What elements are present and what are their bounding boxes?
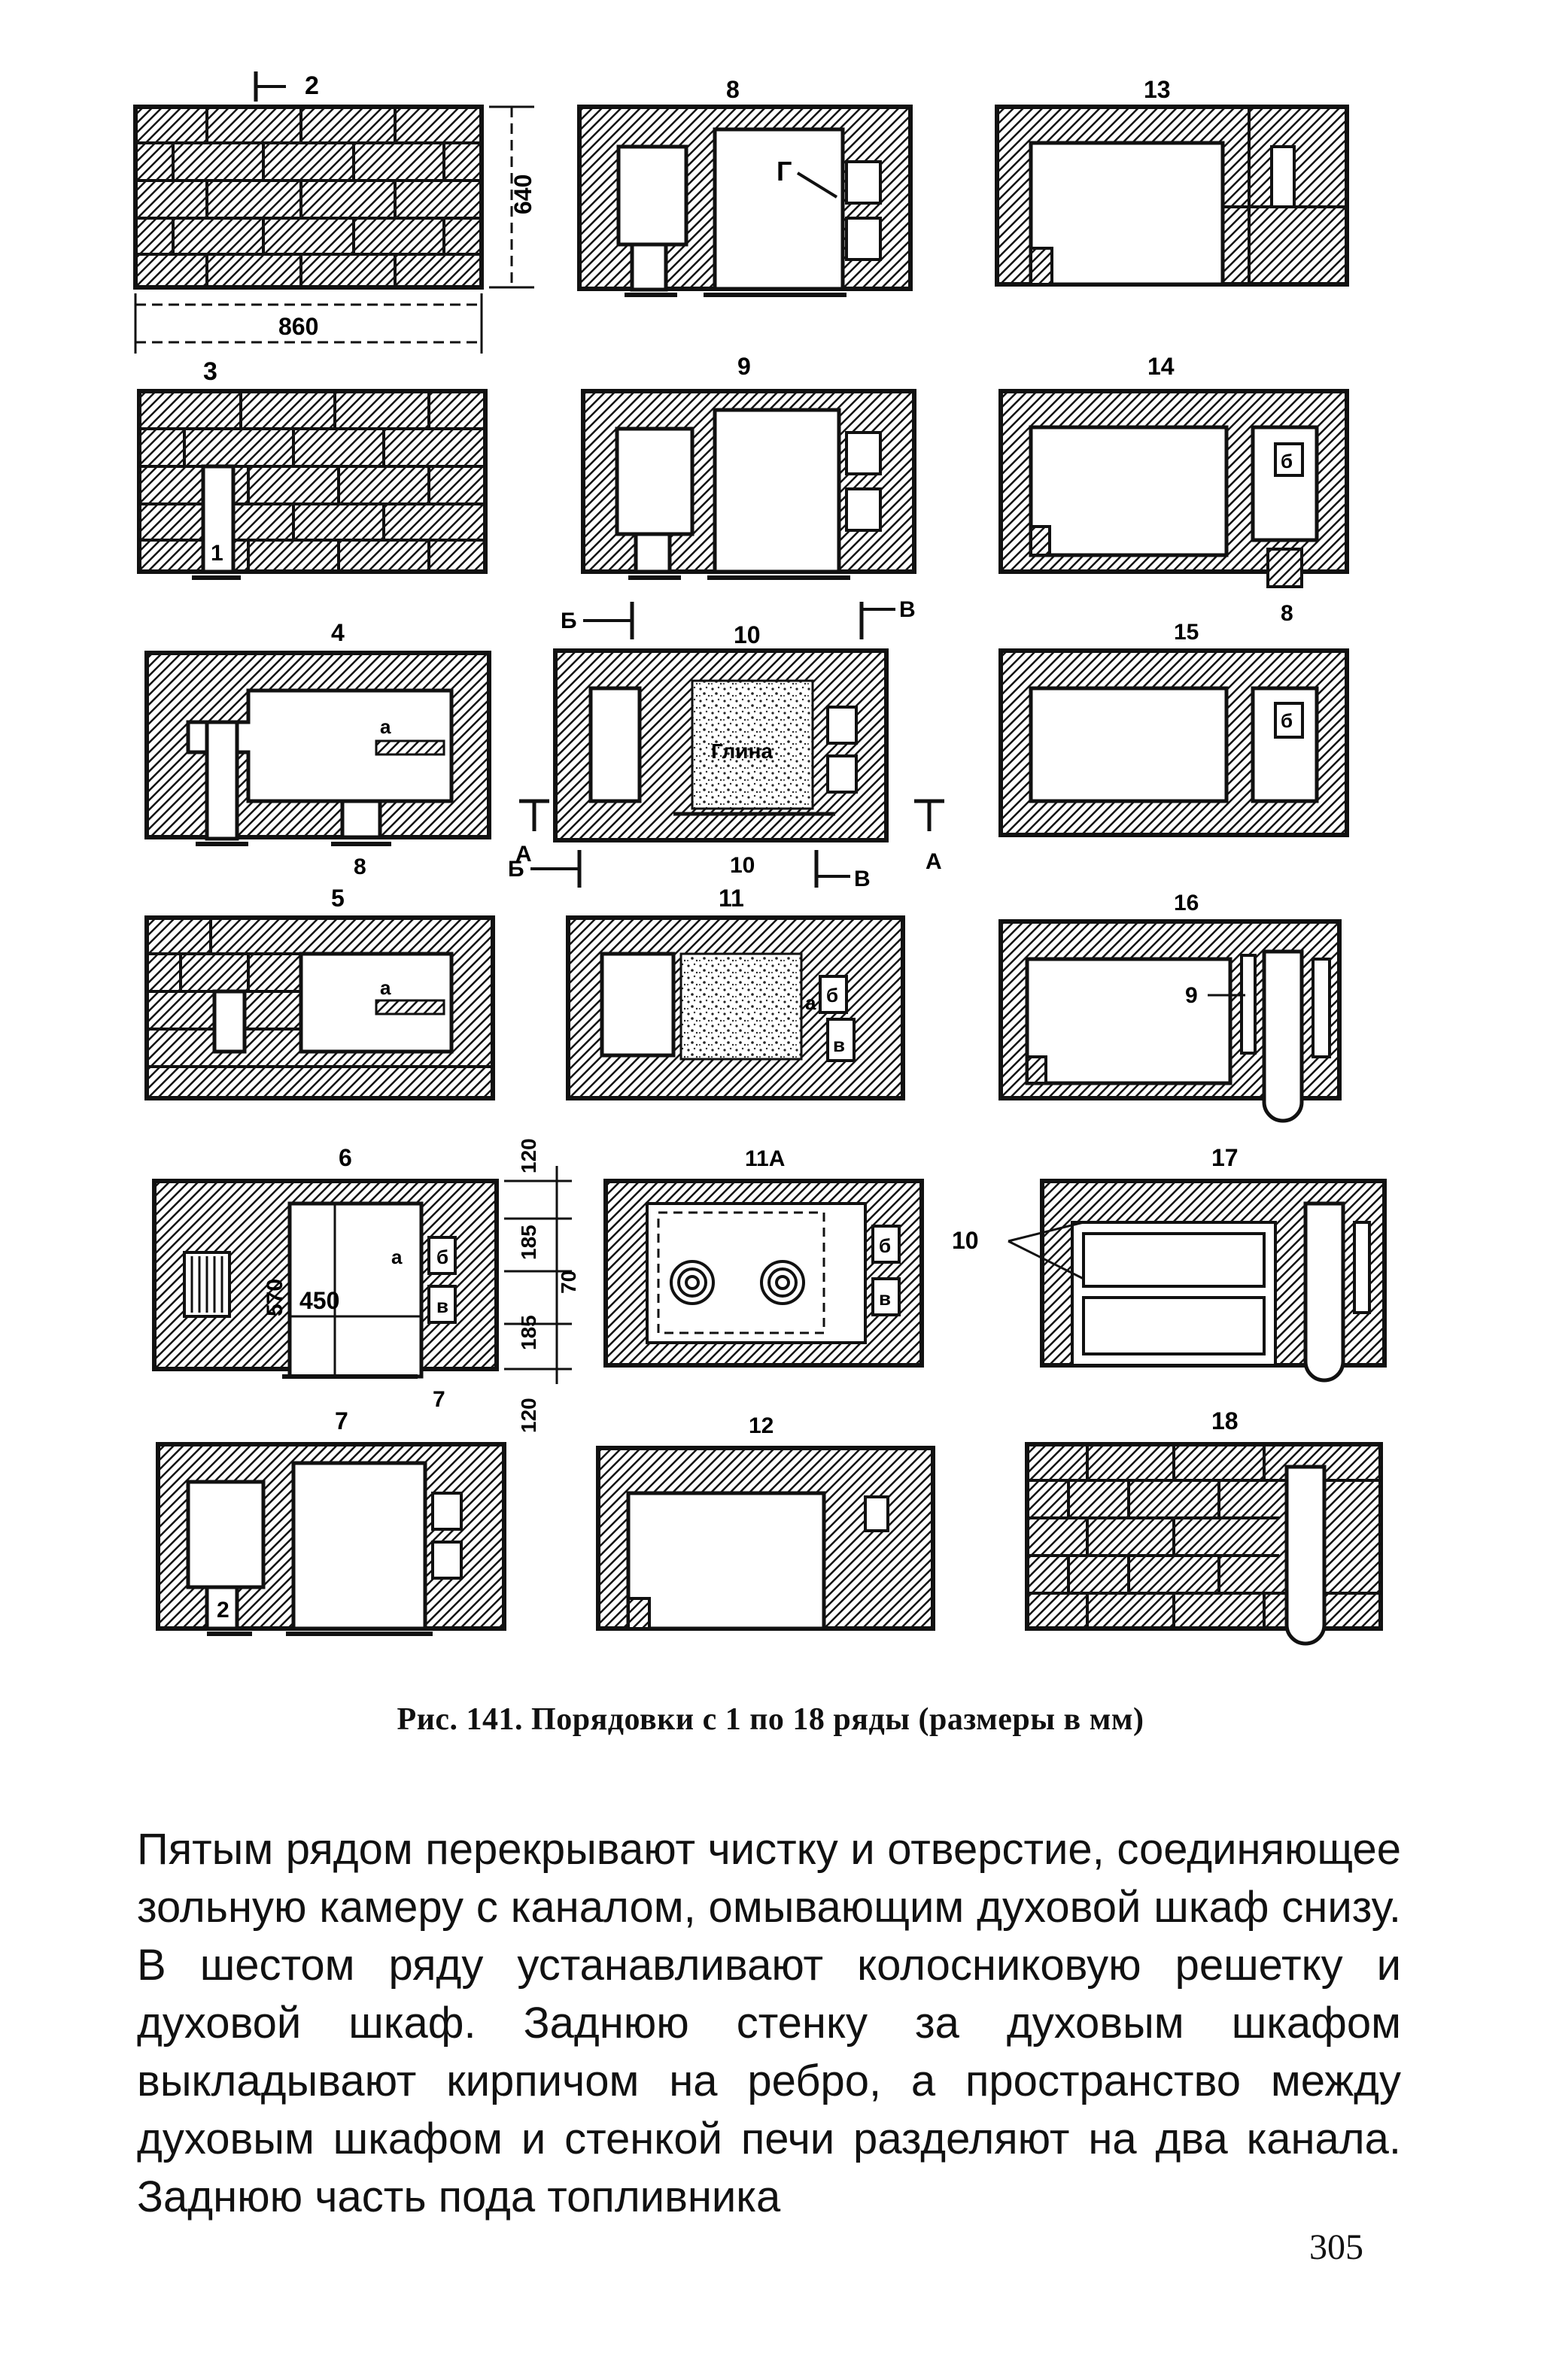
panel-12-label: 12 [749,1413,774,1438]
panel-3-label: 3 [203,357,217,386]
brick-course-diagram: 2 860 640 8 Г 13 [133,71,1387,1646]
label-8-4: 8 [354,855,366,879]
label-8: 8 [1281,601,1293,626]
panel-row-3: 3 1 [137,357,488,580]
section-v-top: В [899,597,916,622]
panel-11-label: 11 [719,885,744,912]
panel-14-label: 14 [1147,353,1175,380]
figure-caption: Рис. 141. Порядовки с 1 по 18 ряды (разм… [397,1702,1144,1737]
panel-row-11a: 11A б в [603,1146,924,1368]
dim-185-top: 185 [517,1225,540,1260]
label-b-11a: б [879,1234,891,1257]
panel-9-label: 9 [737,353,751,380]
label-b-6: б [436,1246,448,1268]
panel-row-8: 8 Г [577,76,913,297]
section-v-bottom: В [854,867,871,891]
panel-row-12: 12 [596,1413,935,1631]
label-9: 9 [1185,983,1198,1008]
section-b-top: Б [561,609,577,633]
dim-width: 860 [278,313,318,340]
label-b-11: б [826,984,838,1006]
section-a-left: А [515,842,532,867]
panel-13-label: 13 [1144,76,1171,103]
panel-11a-label: 11A [745,1146,785,1171]
dim-70: 70 [557,1270,580,1294]
dim-570: 570 [263,1279,287,1316]
panel-row-6: 6 570 450 б в а 7 120 185 70 185 120 [152,1138,580,1433]
label-a-11: а [805,991,816,1014]
panel-4-label: 4 [331,619,345,646]
panel-8-label: 8 [726,76,740,103]
label-a-6: а [391,1246,403,1268]
panel-row-2: 2 860 640 [133,71,536,354]
label-g: Г [777,156,792,187]
panel-17-label: 17 [1211,1144,1239,1171]
panel-row-16: 16 9 [998,891,1342,1123]
panel-5-label: 5 [331,885,345,912]
panel-row-9: 9 [581,353,916,580]
panel-18-label: 18 [1211,1407,1239,1434]
dim-height: 640 [509,175,536,214]
panel-row-7: 7 2 [156,1407,506,1636]
label-v-11: в [833,1034,845,1056]
label-10-bottom: 10 [730,853,755,878]
panel-row-4: 4 а 8 [144,619,491,879]
label-a-5: а [380,976,391,999]
panel-16-label: 16 [1174,891,1199,915]
label-b-14: б [1281,450,1293,472]
panel-row-18: 18 [1025,1407,1383,1646]
panel-row-17: 17 10 [952,1144,1387,1383]
panel-row-10: Глина 10 10 Б В Б В А А [508,597,944,891]
dim-450: 450 [299,1287,339,1314]
panel-15-label: 15 [1174,620,1199,645]
label-10: 10 [952,1227,979,1254]
dim-120-bottom: 120 [517,1398,540,1433]
label-1: 1 [211,541,223,566]
page-number: 305 [1309,2227,1363,2267]
panel-6-label: 6 [339,1144,352,1171]
panel-7-label: 7 [335,1407,348,1434]
label-2: 2 [217,1598,229,1623]
label-glina: Глина [711,739,773,763]
panel-row-14: 14 б 8 [998,353,1349,626]
panel-10-label: 10 [734,621,761,648]
panel-row-15: 15 б [998,620,1349,837]
dim-120-top: 120 [517,1138,540,1173]
label-b-15: б [1281,709,1293,732]
panel-row-13: 13 [995,76,1349,287]
label-a-4: а [380,715,391,738]
label-7-6: 7 [433,1387,445,1412]
panel-row-5: 5 а [144,885,495,1100]
panel-2-label: 2 [305,71,319,100]
body-paragraph: Пятым рядом перекрывают чистку и отверст… [137,1825,1401,2221]
dim-185-bottom: 185 [517,1315,540,1350]
section-a-right: А [926,849,942,874]
panel-row-11: 11 а б в [566,885,905,1100]
label-v-6: в [436,1295,448,1317]
label-v-11a: в [879,1287,891,1310]
section-b-bottom: Б [508,857,524,882]
